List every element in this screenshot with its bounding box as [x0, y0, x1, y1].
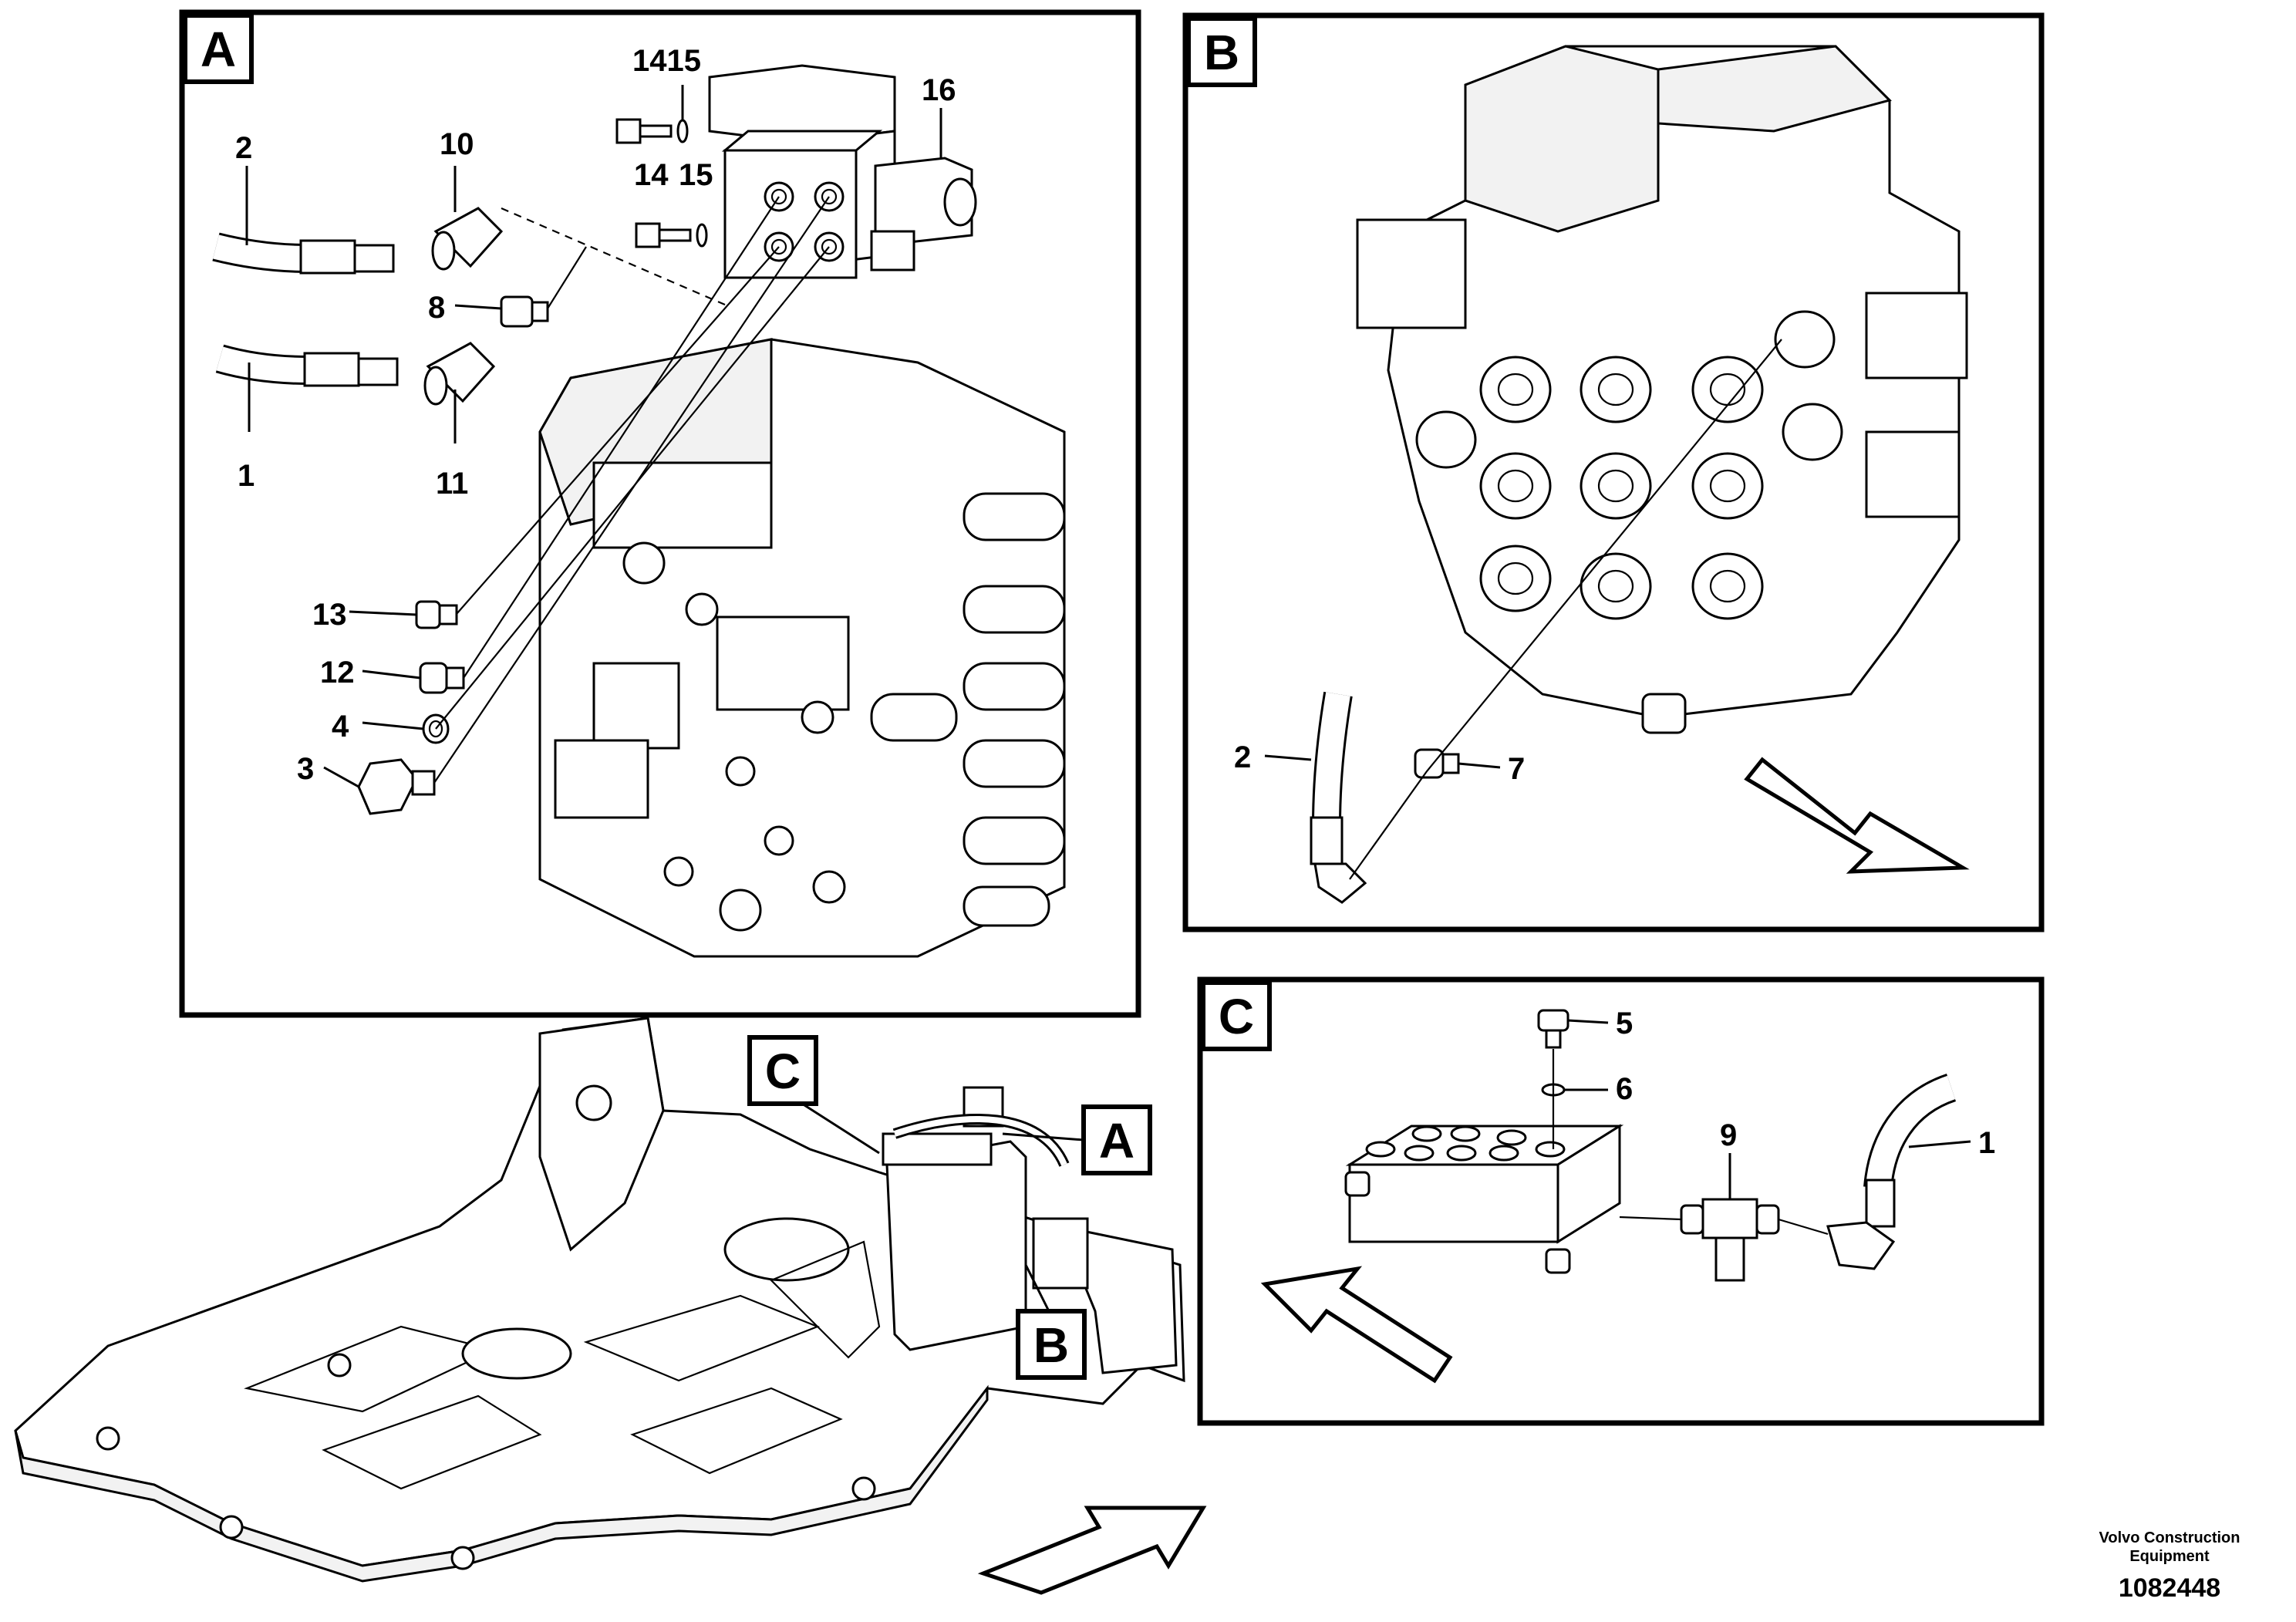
- detail-panel-a: A: [179, 9, 1141, 1018]
- pilot-manifold-block: [708, 64, 896, 279]
- spool-caps-b: [1415, 310, 1843, 734]
- callout-1-c: 1: [1978, 1126, 1995, 1160]
- callout-6: 6: [1616, 1072, 1633, 1106]
- direction-arrow-c: [1260, 1266, 1453, 1384]
- adapter-12: [419, 662, 465, 694]
- document-number: 1082448: [2118, 1573, 2221, 1603]
- spool-stack-a: [870, 492, 1066, 927]
- adapter-8: [500, 295, 549, 328]
- hose-2-a: [212, 207, 504, 275]
- callout-1-a: 1: [238, 459, 255, 493]
- plug-3: [357, 758, 436, 815]
- plug-5: [1537, 1009, 1569, 1049]
- direction-arrow-b: [1744, 757, 1970, 874]
- callout-10: 10: [440, 127, 474, 161]
- callout-3: 3: [297, 752, 314, 786]
- panel-b-label: B: [1204, 25, 1239, 80]
- brand-label: Volvo Construction Equipment: [2092, 1529, 2247, 1566]
- connection-lines-a: [433, 196, 830, 784]
- detail-panel-b: B: [1182, 12, 2045, 932]
- brand-line-1: Volvo Construction: [2099, 1529, 2240, 1546]
- bolt-14-lower: [635, 222, 708, 248]
- callout-14: 14: [634, 158, 669, 192]
- machine-frame-overview: A B C: [14, 1017, 1207, 1595]
- callout-12: 12: [320, 656, 355, 690]
- hose-1-a: [215, 342, 496, 406]
- callout-11: 11: [436, 467, 468, 501]
- tee-fitting-9: [1680, 1198, 1780, 1282]
- bolt-14-upper: [615, 118, 689, 144]
- callout-7: 7: [1508, 752, 1525, 786]
- callout-9: 9: [1720, 1118, 1737, 1152]
- brand-line-2: Equipment: [2129, 1548, 2210, 1565]
- leader-lines-a: [245, 85, 942, 788]
- solenoid-16: [870, 157, 977, 271]
- tag-b-overview: B: [1016, 1264, 1087, 1380]
- overview-tag-c-label: C: [765, 1044, 801, 1099]
- leader-5: [1567, 1019, 1609, 1024]
- leader-7: [1458, 762, 1501, 769]
- adapter-7: [1414, 748, 1460, 779]
- callout-4: 4: [332, 710, 349, 744]
- callout-5: 5: [1616, 1007, 1633, 1040]
- panel-a-label: A: [201, 22, 236, 77]
- distribution-block: [1344, 1124, 1624, 1274]
- callout-15: 15: [679, 158, 713, 192]
- callout-13: 13: [312, 598, 347, 632]
- overview-tag-b-label: B: [1033, 1317, 1069, 1373]
- adapter-13: [415, 600, 458, 629]
- callout-2-b: 2: [1234, 740, 1251, 774]
- callout-2-a: 2: [235, 131, 252, 165]
- leader-2-b: [1264, 754, 1312, 761]
- hose-2-b: [1310, 691, 1367, 904]
- callout-8: 8: [428, 291, 445, 325]
- control-valve-overview: [882, 1086, 1089, 1351]
- callout-14-15-top: 1415: [632, 44, 701, 78]
- overview-tag-a-label: A: [1099, 1113, 1135, 1168]
- detail-panel-c: C: [1197, 976, 2045, 1426]
- hose-1-c: [1826, 1073, 1957, 1270]
- connection-line-c-left: [1619, 1216, 1682, 1221]
- connection-line-c-right: [1778, 1218, 1829, 1236]
- main-control-valve-a: [538, 338, 1066, 958]
- main-control-valve-b: [1356, 45, 1968, 734]
- leader-1-c: [1908, 1140, 1971, 1148]
- tag-c-overview: C: [747, 1035, 880, 1155]
- connection-line-b: [1349, 339, 1782, 880]
- panel-c-label: C: [1219, 989, 1254, 1044]
- tag-a-overview: A: [1002, 1104, 1152, 1175]
- direction-arrow-overview: [977, 1506, 1207, 1595]
- callout-16: 16: [922, 73, 956, 107]
